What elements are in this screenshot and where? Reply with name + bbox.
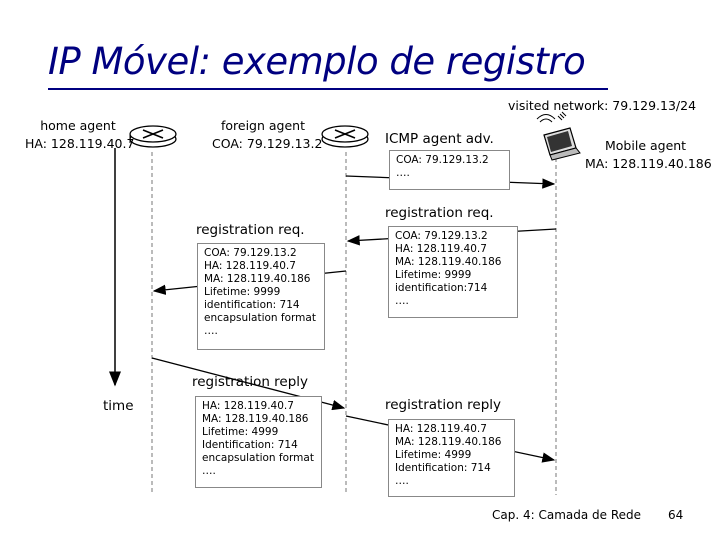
reg-req-mobile-line: HA: 128.119.40.7 (395, 243, 487, 255)
mobile-laptop-icon (536, 111, 581, 161)
reg-req-foreign-line: MA: 128.119.40.186 (204, 273, 311, 285)
reg-req-foreign-line: HA: 128.119.40.7 (204, 260, 296, 272)
visited-network-label: visited network: 79.129.13/24 (508, 98, 697, 113)
reg-reply-foreign-box: HA: 128.119.40.7 MA: 128.119.40.186 Life… (388, 419, 515, 497)
reg-reply-foreign-line: …. (395, 475, 409, 487)
home-agent-label: home agent (40, 118, 116, 133)
reg-reply-home-line: Identification: 714 (202, 439, 298, 451)
reg-reply-home-line: MA: 128.119.40.186 (202, 413, 309, 425)
reg-reply-home-box: HA: 128.119.40.7 MA: 128.119.40.186 Life… (195, 396, 322, 488)
reg-reply-foreign-line: HA: 128.119.40.7 (395, 423, 487, 435)
reg-req-mobile-label: registration req. (385, 205, 494, 221)
reg-reply-foreign-line: MA: 128.119.40.186 (395, 436, 502, 448)
reg-req-mobile-line: MA: 128.119.40.186 (395, 256, 502, 268)
reg-req-foreign-line: encapsulation format (204, 312, 316, 324)
reg-reply-home-line: HA: 128.119.40.7 (202, 400, 294, 412)
reg-req-foreign-line: Lifetime: 9999 (204, 286, 281, 298)
title-underline (48, 88, 608, 90)
reg-req-mobile-box: COA: 79.129.13.2 HA: 128.119.40.7 MA: 12… (388, 226, 518, 318)
home-agent-address: HA: 128.119.40.7 (25, 136, 135, 151)
reg-req-mobile-line: Lifetime: 9999 (395, 269, 472, 281)
mobile-agent-label: Mobile agent (605, 138, 687, 153)
reg-req-foreign-line: …. (204, 325, 218, 337)
foreign-agent-router-icon (321, 125, 369, 148)
page-number: 64 (668, 508, 684, 522)
mobile-agent-address: MA: 128.119.40.186 (585, 156, 712, 171)
home-agent-router-icon (129, 125, 177, 148)
reg-req-mobile-line: COA: 79.129.13.2 (395, 230, 488, 242)
page-title: IP Móvel: exemplo de registro (48, 40, 586, 83)
icmp-adv-box: COA: 79.129.13.2 …. (389, 150, 510, 190)
reg-reply-home-label: registration reply (192, 374, 309, 390)
reg-reply-home-line: Lifetime: 4999 (202, 426, 279, 438)
reg-req-foreign-label: registration req. (196, 222, 305, 238)
foreign-agent-address: COA: 79.129.13.2 (212, 136, 323, 151)
foreign-agent-label: foreign agent (220, 118, 305, 133)
reg-reply-foreign-line: Identification: 714 (395, 462, 491, 474)
icmp-line: …. (396, 167, 410, 179)
reg-req-foreign-line: COA: 79.129.13.2 (204, 247, 297, 259)
reg-reply-foreign-label: registration reply (385, 397, 502, 413)
reg-req-mobile-line: identification:714 (395, 282, 488, 294)
time-label: time (103, 398, 134, 414)
icmp-adv-label: ICMP agent adv. (385, 131, 494, 147)
reg-req-foreign-line: identification: 714 (204, 299, 300, 311)
reg-reply-home-line: encapsulation format (202, 452, 314, 464)
reg-req-foreign-box: COA: 79.129.13.2 HA: 128.119.40.7 MA: 12… (197, 243, 325, 350)
icmp-line: COA: 79.129.13.2 (396, 154, 489, 166)
reg-reply-home-line: …. (202, 465, 216, 477)
footer-chapter: Cap. 4: Camada de Rede (492, 508, 642, 522)
reg-req-mobile-line: …. (395, 295, 409, 307)
reg-reply-foreign-line: Lifetime: 4999 (395, 449, 472, 461)
